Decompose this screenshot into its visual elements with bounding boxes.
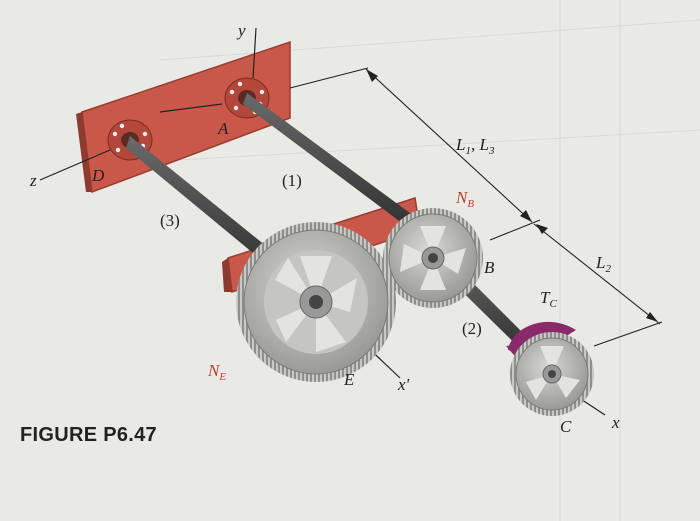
gear-C	[510, 332, 594, 416]
gear-NE-sub: E	[218, 371, 226, 383]
wall-bracket	[76, 40, 291, 194]
torque-label: TC	[540, 288, 557, 310]
gear-NB-sub: B	[467, 198, 474, 210]
dim-L1-L3-sub2: 3	[488, 145, 495, 157]
figure-caption: FIGURE P6.47	[20, 424, 157, 446]
point-E-label: E	[343, 370, 355, 389]
gear-B	[383, 208, 483, 308]
axis-z-label: z	[29, 171, 37, 190]
background-grid	[159, 0, 700, 521]
point-B-label: B	[484, 258, 495, 277]
dim-L1-L3-label: L1, L3	[455, 135, 495, 157]
axis-y-label: y	[236, 21, 246, 40]
dimension-arrowheads	[366, 69, 658, 322]
gear-E	[236, 222, 396, 382]
dim-L2-main: L	[595, 253, 605, 272]
axis-x-label: x	[611, 413, 620, 432]
shaft-1	[243, 93, 452, 256]
shaft-1-label: (1)	[282, 171, 302, 190]
torque-main: T	[540, 288, 551, 307]
shaft-2-label: (2)	[462, 319, 482, 338]
gear-NB-label: NB	[455, 188, 474, 210]
gear-NB-main: N	[455, 188, 469, 207]
dim-L1-L3-mid: , L	[471, 135, 489, 154]
shaft-3-label: (3)	[160, 211, 180, 230]
gear-NE-label: NE	[207, 361, 226, 383]
gear-NE-main: N	[207, 361, 221, 380]
dim-L1-L3-sub1: 1	[465, 145, 471, 157]
point-D-label: D	[91, 166, 105, 185]
torque-sub: C	[549, 298, 557, 310]
point-C-label: C	[560, 417, 572, 436]
dim-L1-L3-main: L	[455, 135, 465, 154]
point-A-label: A	[217, 119, 229, 138]
axis-x-prime-label: x'	[397, 375, 410, 394]
dim-L2-sub: 2	[605, 263, 611, 275]
dim-L2-label: L2	[595, 253, 611, 275]
dimension-lines	[289, 67, 663, 347]
